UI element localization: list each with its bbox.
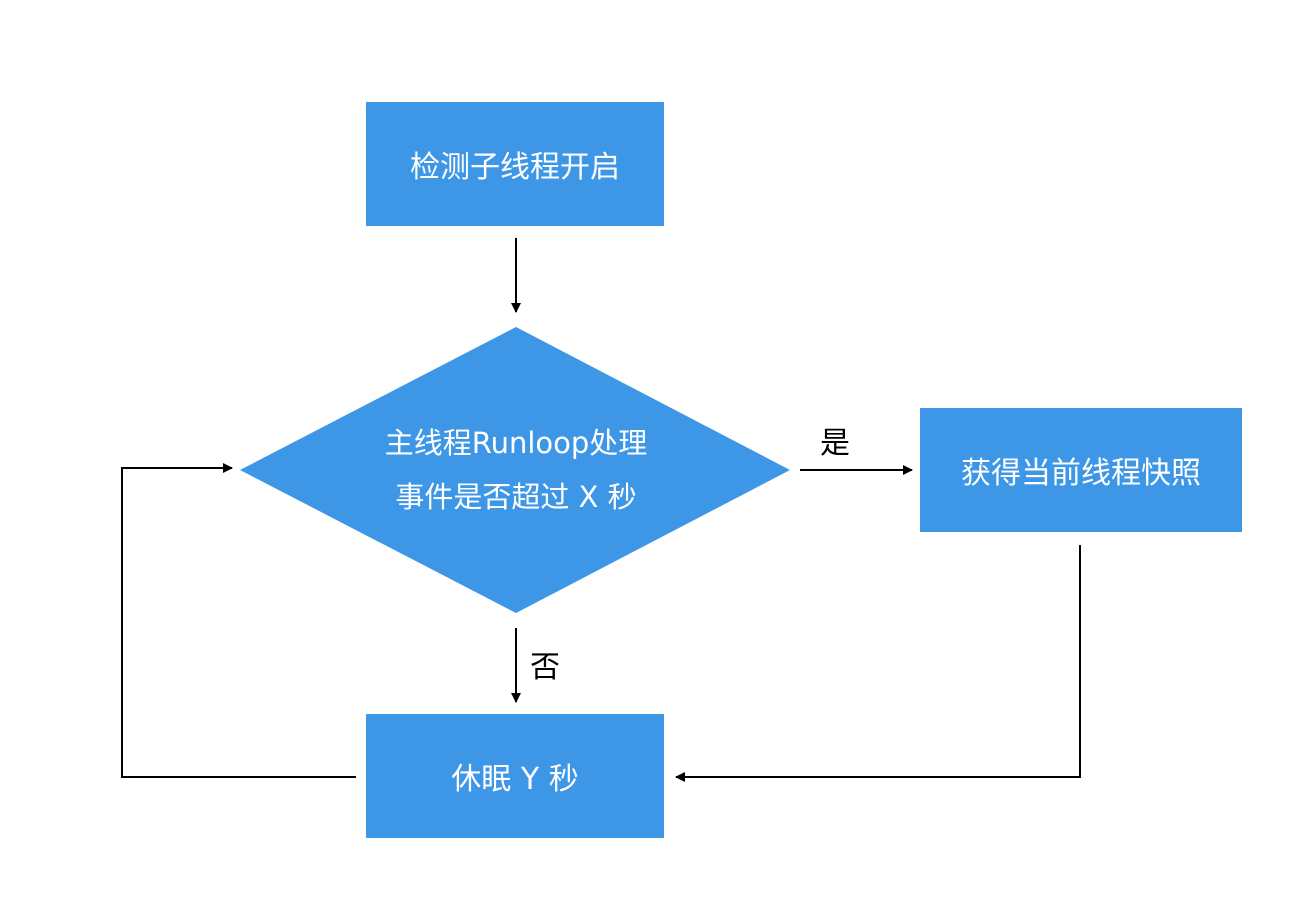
decision-diamond — [240, 327, 790, 613]
node-sleep: 休眠 Y 秒 — [366, 714, 664, 838]
edge-label-no: 否 — [530, 650, 560, 685]
edge-label-yes: 是 — [820, 426, 850, 461]
node-snapshot: 获得当前线程快照 — [920, 408, 1242, 532]
arrow-snapshot-to-sleep — [675, 545, 1081, 782]
node-start-label: 检测子线程开启 — [410, 150, 620, 185]
node-decision-line1: 主线程Runloop处理 — [384, 426, 648, 460]
node-sleep-label: 休眠 Y 秒 — [451, 762, 579, 797]
node-snapshot-label: 获得当前线程快照 — [961, 456, 1201, 491]
arrow-sleep-to-decision — [121, 463, 356, 778]
node-decision-line2: 事件是否超过 X 秒 — [395, 480, 637, 514]
node-start: 检测子线程开启 — [366, 102, 664, 226]
node-decision-label: 主线程Runloop处理 事件是否超过 X 秒 — [300, 412, 732, 528]
